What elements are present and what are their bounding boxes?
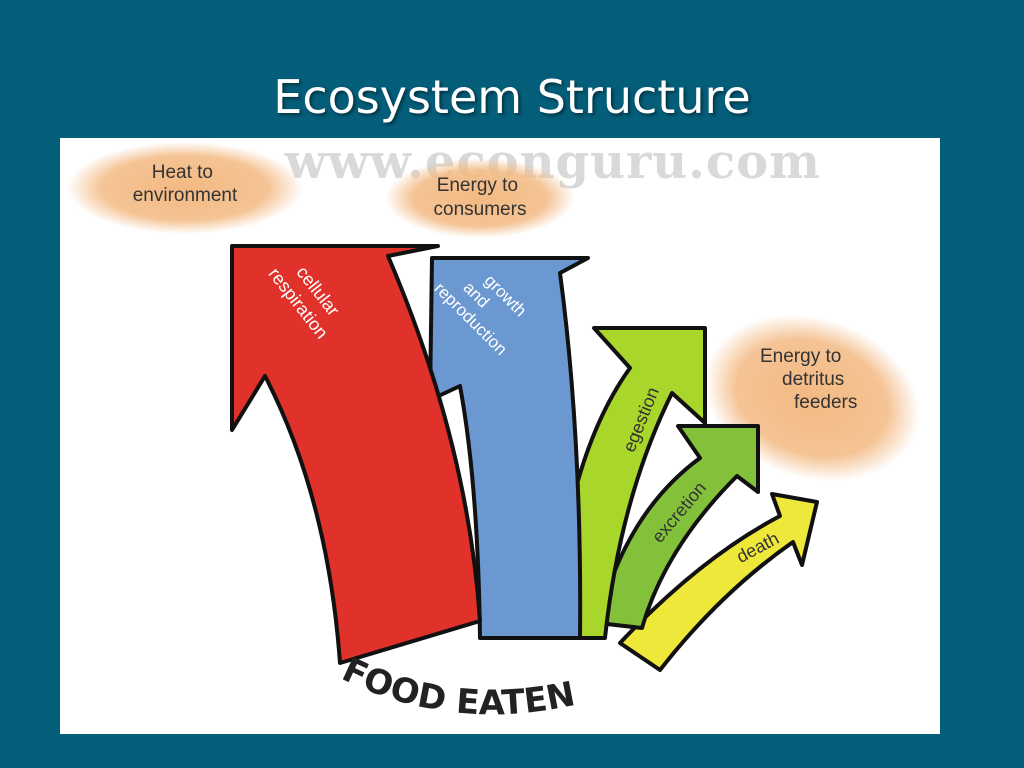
arrow-excretion [596, 424, 760, 630]
consumers-blob [385, 158, 575, 238]
arrow-death [618, 492, 819, 672]
slide-title: Ecosystem Structure [273, 70, 751, 124]
heat-blob [67, 142, 303, 234]
arrow-respiration [230, 244, 482, 665]
food-eaten-textpath: FOOD EATEN [336, 650, 578, 723]
destination-label-detritus: Energy to detritus feeders [760, 346, 857, 413]
food-eaten-label: FOOD EATEN [336, 650, 578, 723]
destination-label-heat: Heat to environment [133, 162, 238, 206]
arrow-growth [428, 256, 590, 640]
energy-flow-svg: www.econguru.com Heat to environment Ene… [67, 138, 920, 723]
destination-label-consumers: Energy to consumers [434, 175, 527, 220]
energy-flow-diagram: www.econguru.com Heat to environment Ene… [60, 138, 940, 734]
